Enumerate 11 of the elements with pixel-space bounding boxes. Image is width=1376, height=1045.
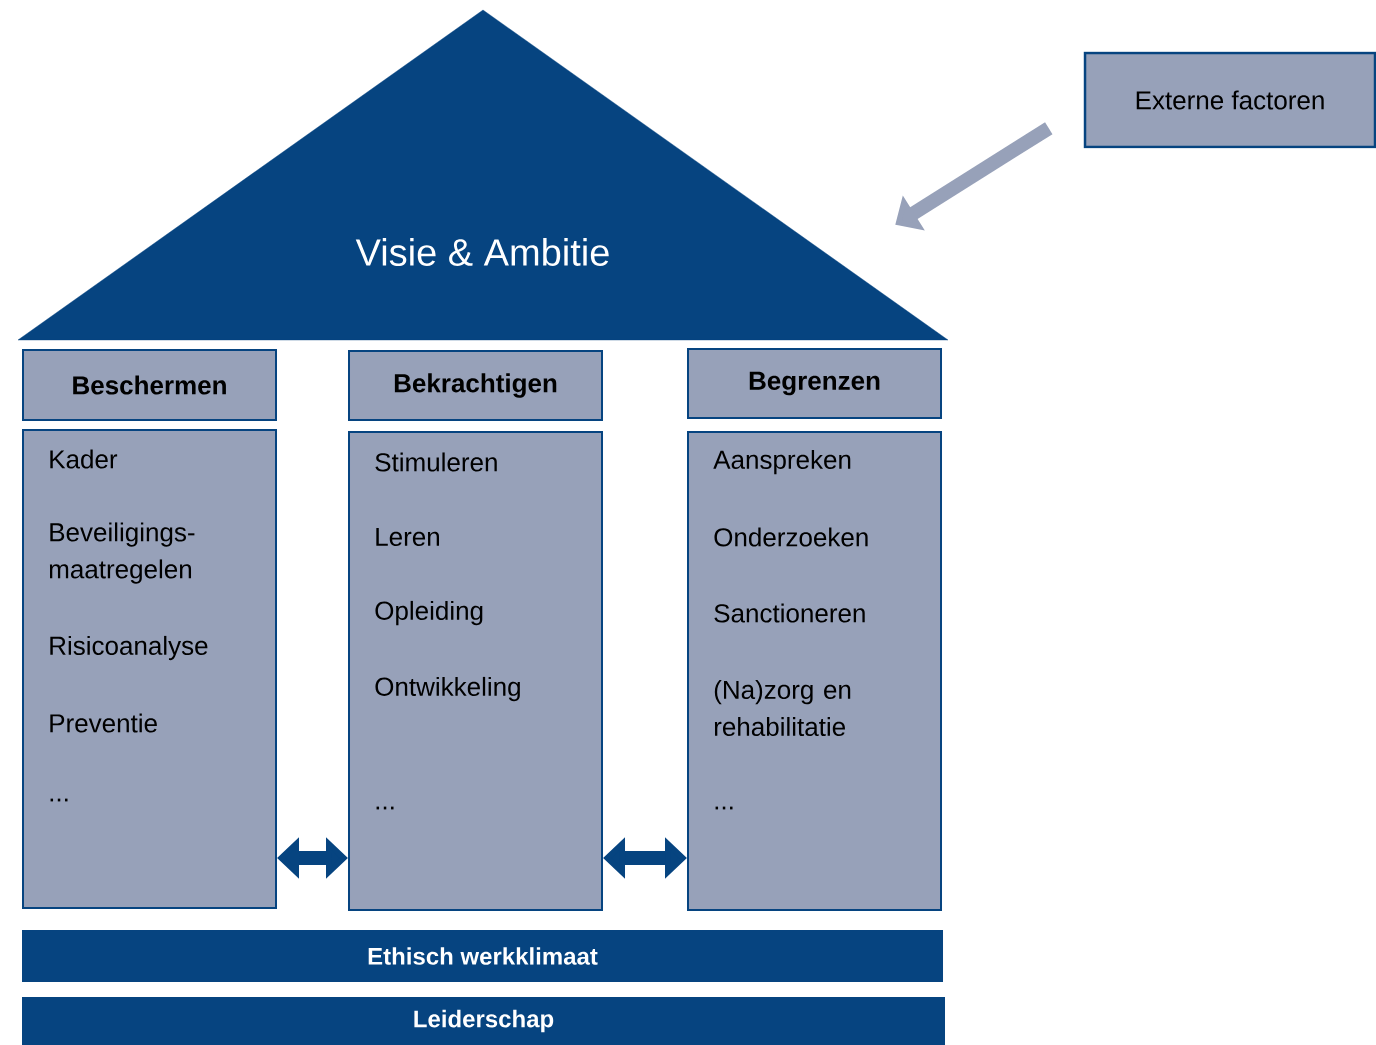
- factor-box: Externe factoren: [1083, 51, 1376, 149]
- pillar-box: Aanspreken Onderzoeken Sanctioneren (Na)zorg en rehabilitatie ...: [687, 431, 942, 911]
- foundation-bar: Leiderschap: [22, 997, 945, 1045]
- pillar-header: Bekrachtigen: [348, 350, 603, 421]
- roof-triangle: Visie & Ambitie: [17, 9, 949, 341]
- pillar-header: Begrenzen: [687, 348, 942, 419]
- arrow: [895, 122, 1053, 231]
- pillar-box: Kader Beveiligings- maatregelen Risicoanalyse Preventie ...: [22, 429, 277, 909]
- pillar-box: Stimuleren Leren Opleiding Ontwikkeling ...: [348, 431, 603, 911]
- foundation-bar: Ethisch werkklimaat: [22, 930, 943, 982]
- pillar-header: Beschermen: [22, 349, 277, 421]
